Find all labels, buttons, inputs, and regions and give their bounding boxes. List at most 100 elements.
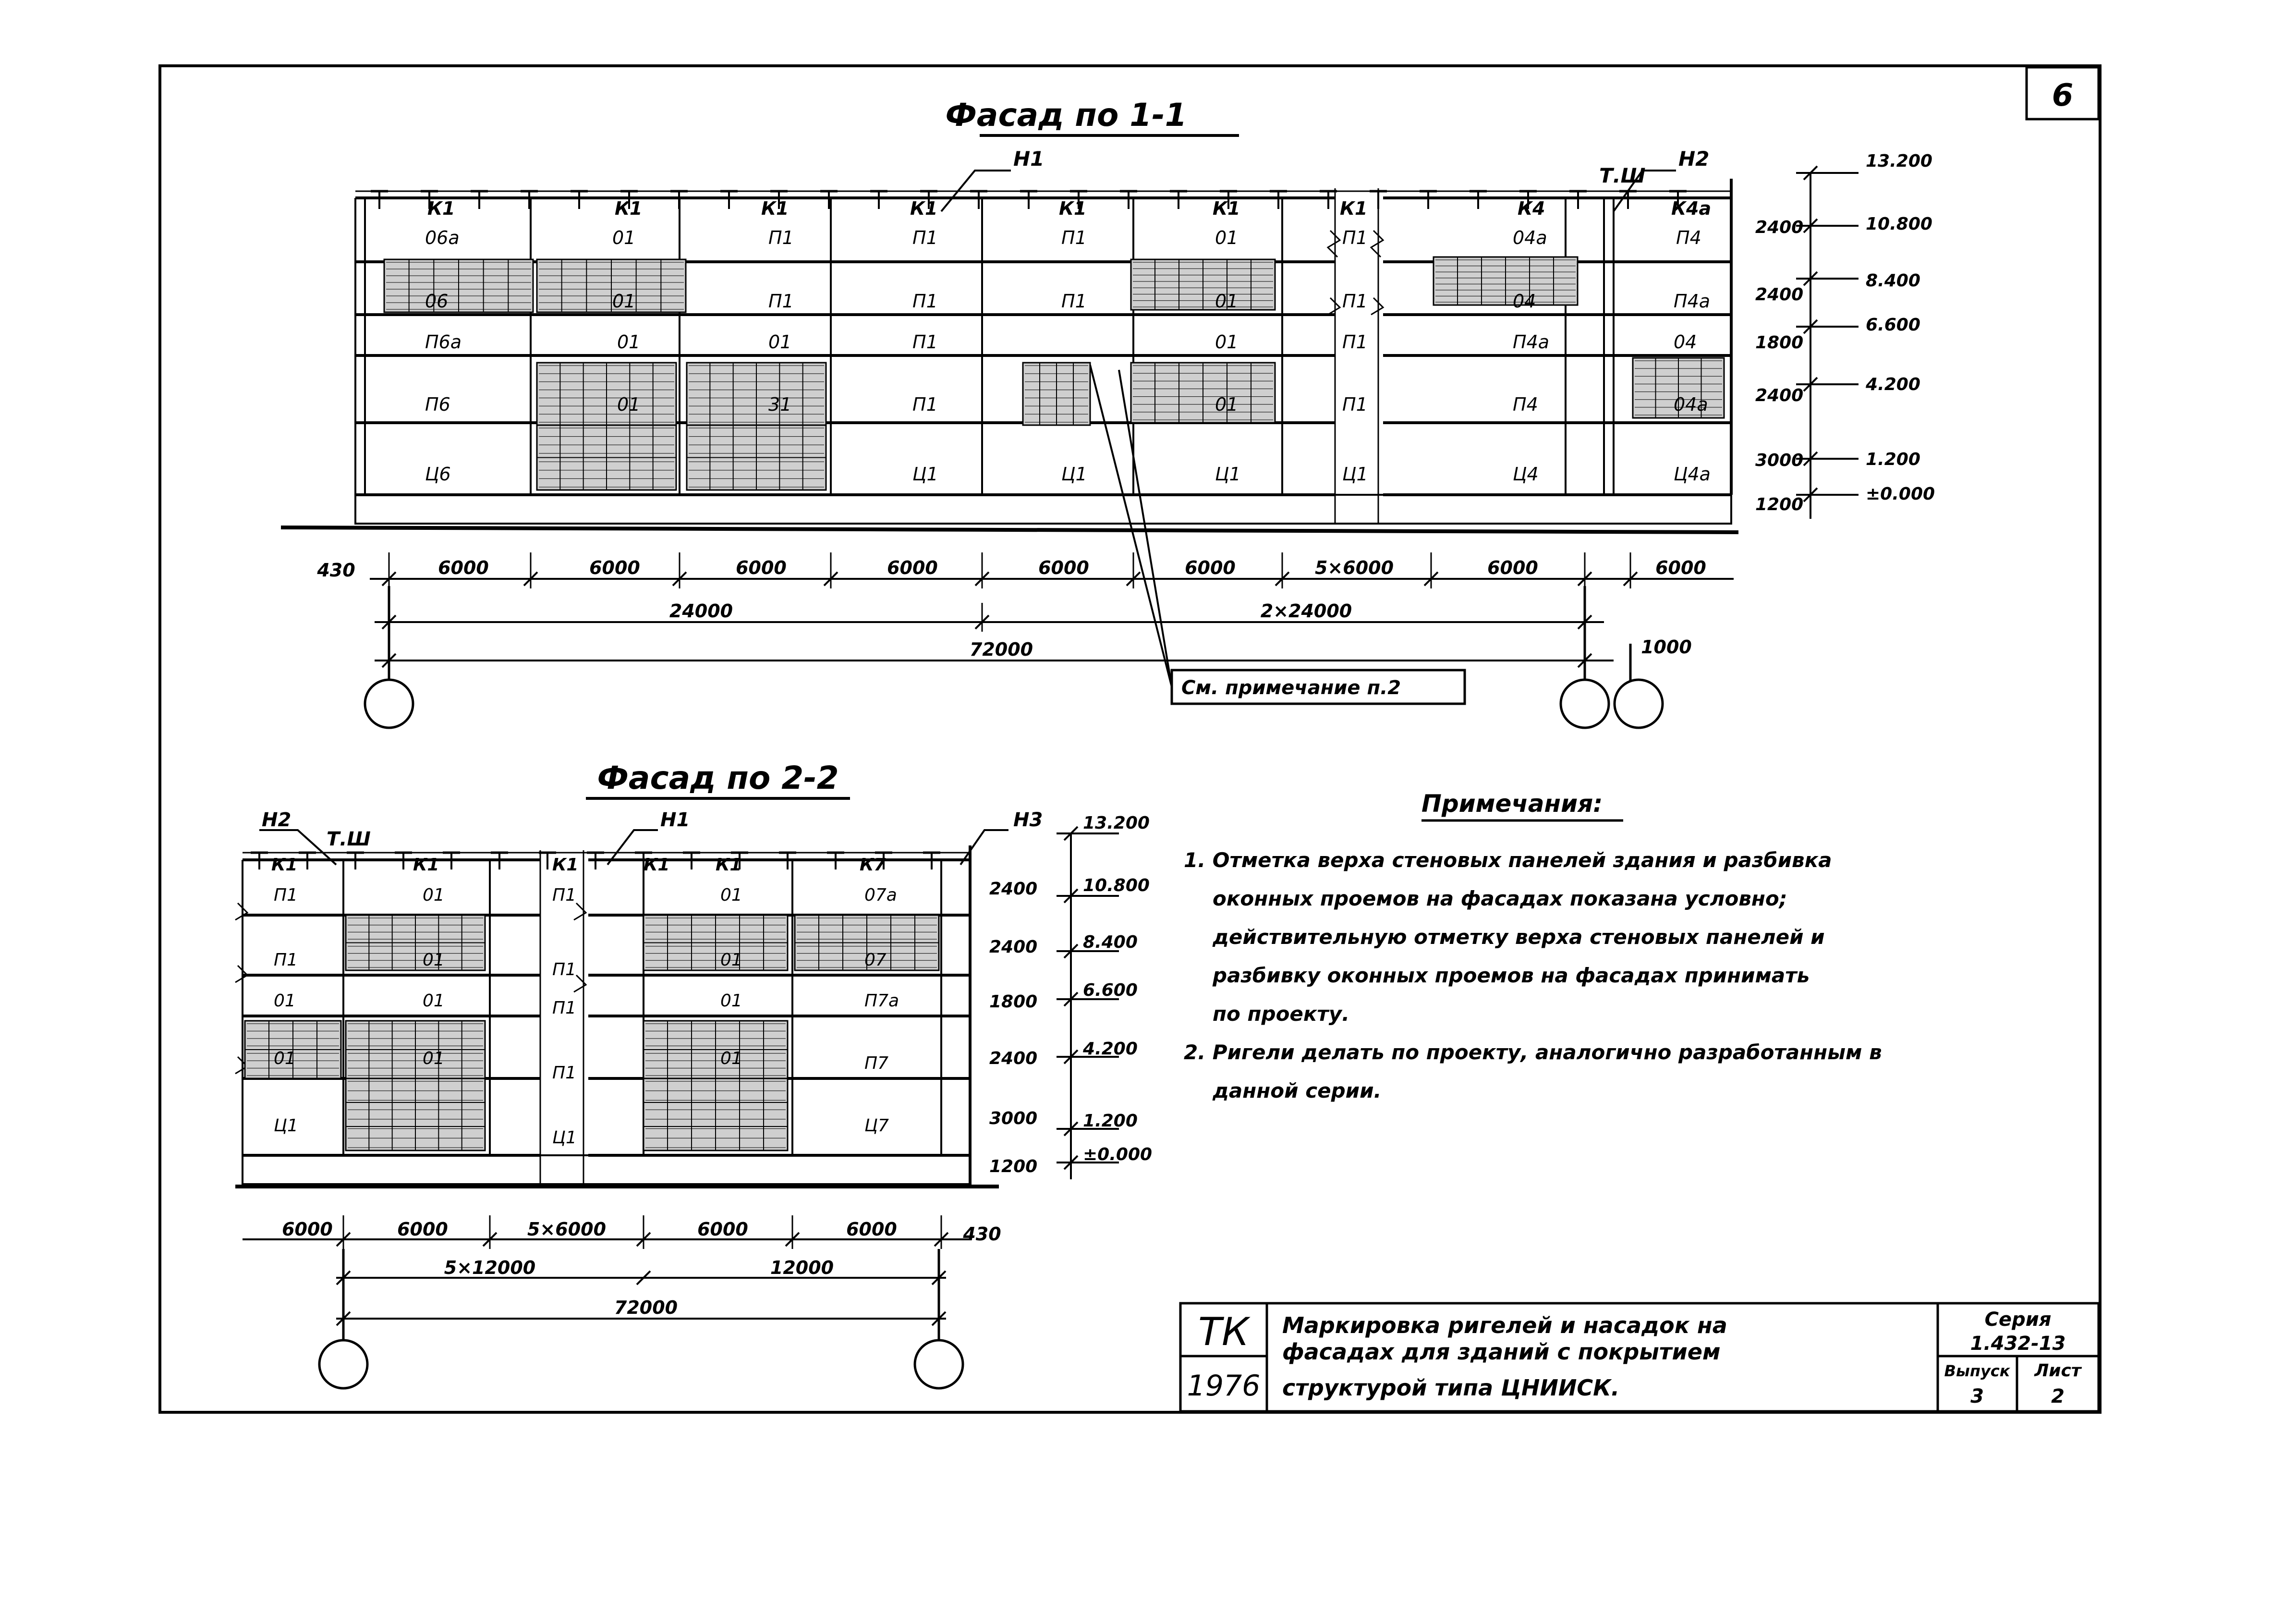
dim-bay: 6000: [438, 557, 489, 578]
elevation-mark: 4.200: [1082, 1039, 1138, 1059]
row-tag: К7: [860, 855, 886, 875]
floor-height: 2400: [989, 879, 1037, 899]
sheet-label: Лист: [2034, 1361, 2082, 1381]
series-value: 1.432-13: [1970, 1333, 2066, 1355]
panel-label: 01: [1215, 291, 1238, 312]
roof-mark-tsh: Т.Ш: [327, 828, 371, 850]
elevation-mark: ±0.000: [1866, 484, 1935, 504]
facade-2-dimensions: 6000 6000 5×6000 6000 6000 430 5×12000 1…: [282, 1219, 1001, 1318]
dim-subtotal: 2×24000: [1261, 600, 1352, 622]
row-tag: К1: [910, 198, 938, 219]
dim-tick: [672, 571, 687, 587]
dim-tick: [1063, 1049, 1079, 1065]
elevation-mark: 6.600: [1866, 315, 1920, 335]
panel-label: 04: [1513, 291, 1536, 312]
dim-tick: [482, 1232, 498, 1247]
facade-1-title: Фасад по 1-1: [945, 97, 1187, 134]
dim-tick: [1063, 826, 1079, 841]
dim-tick: [381, 571, 397, 587]
floor-height: 1200: [989, 1157, 1037, 1176]
dim-tick: [636, 1270, 651, 1285]
dim-bay: 6000: [1655, 557, 1706, 578]
dim-tick: [1063, 888, 1079, 904]
dim-bay: 6000: [589, 557, 640, 578]
note-line: по проекту.: [1213, 1002, 1349, 1026]
panel-label: 06: [425, 291, 448, 312]
row-tag: К1: [1340, 198, 1368, 219]
dim-bay: 6000: [397, 1219, 448, 1240]
panel-label: П1: [1342, 394, 1368, 415]
panel-label: Ц4а: [1674, 464, 1711, 485]
org-mark: ТК: [1198, 1309, 1251, 1354]
panel-label: П1: [274, 950, 298, 970]
panel-label: П4а: [1674, 291, 1710, 312]
plinth: [354, 494, 1732, 525]
row-tag: К1: [1059, 198, 1087, 219]
elevation-mark: 8.400: [1083, 932, 1138, 952]
note-line: данной серии.: [1212, 1079, 1381, 1102]
panel-label: 01: [1215, 394, 1238, 415]
issue-value: 3: [1970, 1385, 1984, 1407]
elevation-mark: 1.200: [1083, 1111, 1138, 1131]
window-block: [643, 1077, 789, 1151]
panel-label: П1: [552, 885, 576, 905]
sheet-number: 6: [2052, 78, 2074, 113]
panel-label: П1: [768, 227, 794, 248]
dim-bay: 6000: [887, 557, 938, 578]
panel-label: 01: [612, 227, 635, 248]
roof-mark-n2: Н2: [262, 809, 291, 831]
dim-bay: 6000: [282, 1219, 333, 1240]
sheet-value: 2: [2051, 1385, 2065, 1407]
row-tag: К1: [413, 855, 439, 875]
elevation-mark: 1.200: [1866, 450, 1920, 469]
panel-label: Ц1: [1342, 464, 1368, 485]
window-block: [345, 914, 486, 971]
roof-mark-n1: Н1: [660, 809, 690, 831]
panel-label: 01: [423, 1049, 445, 1068]
dim-tick: [336, 1232, 351, 1247]
window-block: [643, 914, 789, 971]
floor-height: 1200: [1755, 495, 1803, 514]
panel-label: П1: [552, 1063, 576, 1083]
window-block: [536, 258, 687, 313]
panel-label: Ц1: [1061, 464, 1087, 485]
dim-tick: [1063, 1121, 1079, 1137]
dim-tick: [934, 1232, 949, 1247]
panel-label: 01: [720, 950, 742, 970]
row-tag: К1: [615, 198, 643, 219]
dim-bay: 6000: [736, 557, 787, 578]
panel-label: П4: [1676, 227, 1701, 248]
panel-label: Ц1: [552, 1128, 577, 1148]
panel-label: 01: [423, 885, 445, 905]
panel-label: П4: [1513, 394, 1538, 415]
window-block: [794, 914, 940, 971]
dim-tick: [1803, 487, 1818, 502]
panel-label: П1: [1342, 291, 1368, 312]
panel-label: Ц7: [864, 1116, 889, 1136]
panel-label: Ц1: [274, 1116, 298, 1136]
series-label: Серия: [1985, 1309, 2052, 1331]
dim-tick: [1126, 571, 1141, 587]
panel-label: 01: [423, 950, 445, 970]
panel-label: Ц6: [425, 464, 451, 485]
window-block: [1130, 258, 1276, 311]
panel-label: 01: [617, 394, 640, 415]
elevation-mark: 8.400: [1866, 271, 1920, 291]
window-block: [1022, 362, 1091, 426]
panel-label: П6: [425, 394, 450, 415]
window-block: [383, 258, 534, 313]
panel-label: 04а: [1674, 394, 1708, 415]
description-line: Маркировка ригелей и насадок на: [1282, 1312, 1727, 1338]
window-block: [345, 1020, 486, 1079]
dim-tick: [1423, 571, 1439, 587]
roof-mark-leader: [259, 829, 1008, 866]
description-line: структурой типа ЦНИИСК.: [1282, 1375, 1619, 1401]
panel-label: П1: [912, 331, 938, 353]
notes: Примечания: 1. Отметка верха стеновых па…: [1184, 790, 1882, 1102]
facade-1-panel-labels: К1 К1 К1 К1 К1 К1 К1 К4 К4а 06а 01 П1 П1…: [425, 198, 1711, 485]
dim-bay: 6000: [697, 1219, 748, 1240]
dim-tick: [1803, 377, 1818, 392]
ground-line: [280, 526, 1739, 534]
panel-label: П6а: [425, 331, 462, 353]
panel-label: П1: [1342, 227, 1368, 248]
